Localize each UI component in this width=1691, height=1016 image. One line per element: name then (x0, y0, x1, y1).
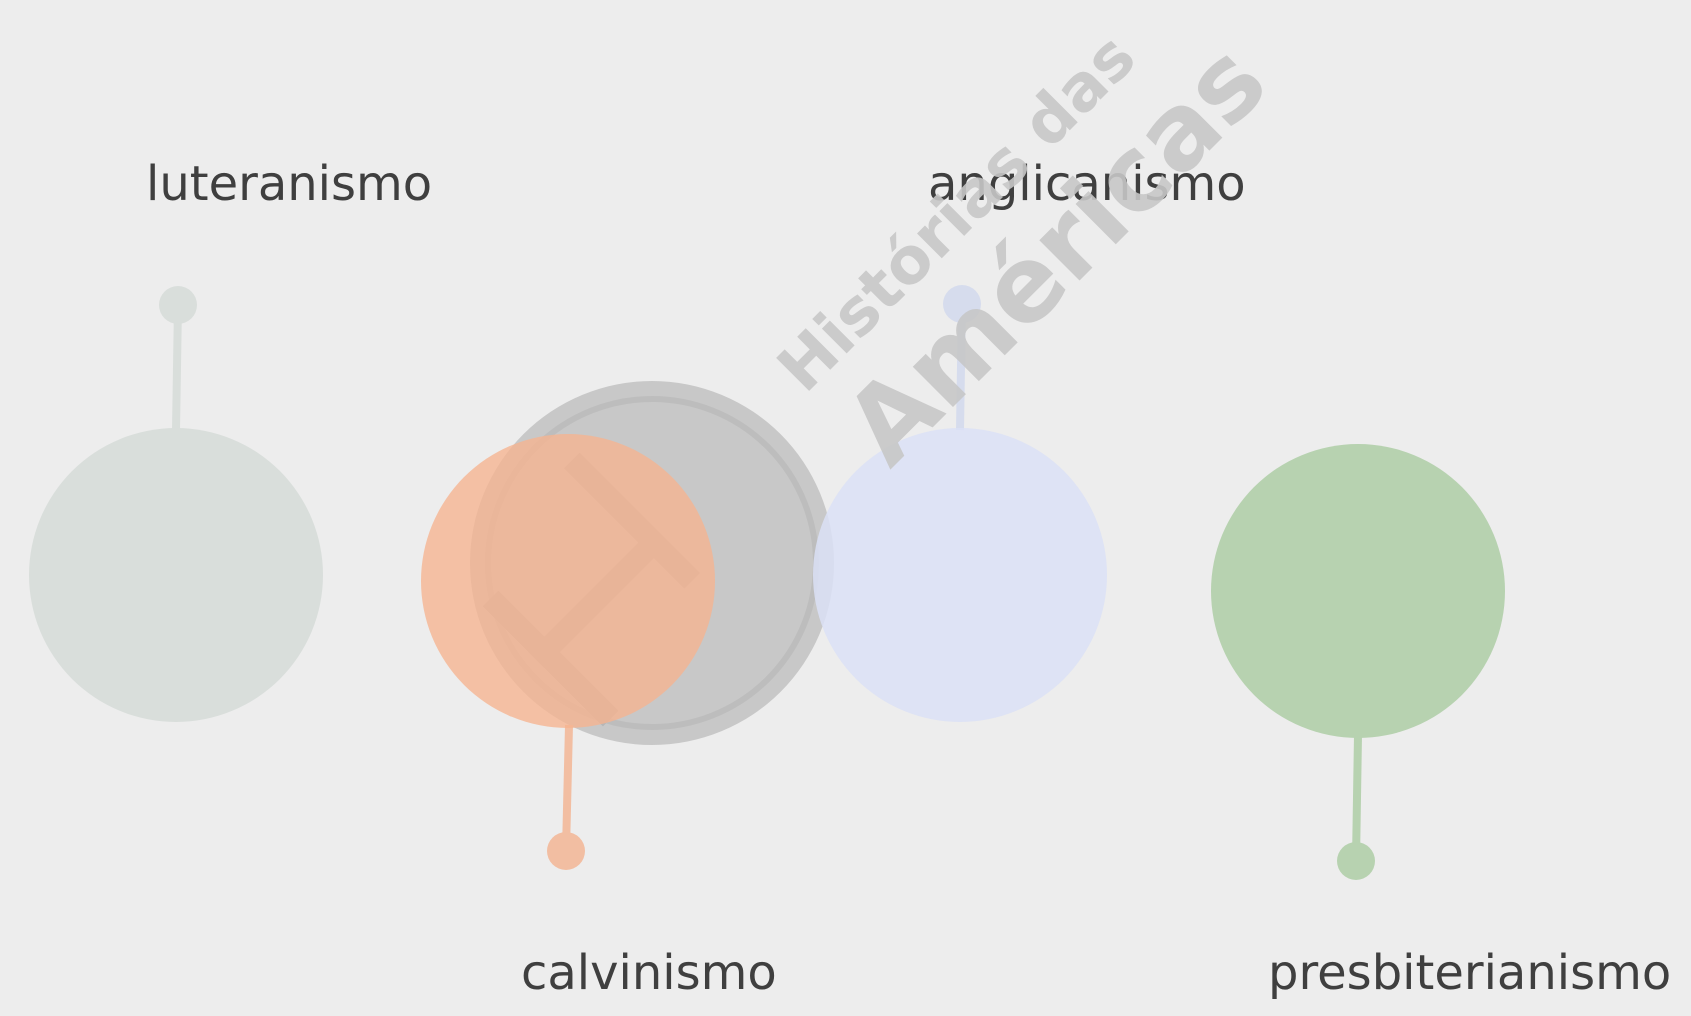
connector-dot (159, 286, 197, 324)
connector-line (172, 304, 182, 431)
connector-dot (943, 285, 981, 323)
node-label: calvinismo (521, 945, 777, 1001)
node-calvinismo: calvinismo (421, 434, 777, 1001)
connector-dot (547, 832, 585, 870)
connector-line (562, 724, 573, 851)
node-circle (813, 428, 1107, 722)
node-label: presbiterianismo (1268, 945, 1671, 1001)
node-circle (421, 434, 715, 728)
node-label: anglicanismo (928, 156, 1246, 212)
node-circle (1211, 444, 1505, 738)
node-luteranismo: luteranismo (29, 156, 432, 722)
connector-line (1352, 734, 1362, 861)
node-label: luteranismo (146, 156, 432, 212)
connector-dot (1337, 842, 1375, 880)
node-anglicanismo: anglicanismo (813, 156, 1246, 722)
node-circle (29, 428, 323, 722)
connector-line (956, 303, 966, 431)
node-presbiterianismo: presbiterianismo (1211, 444, 1671, 1001)
